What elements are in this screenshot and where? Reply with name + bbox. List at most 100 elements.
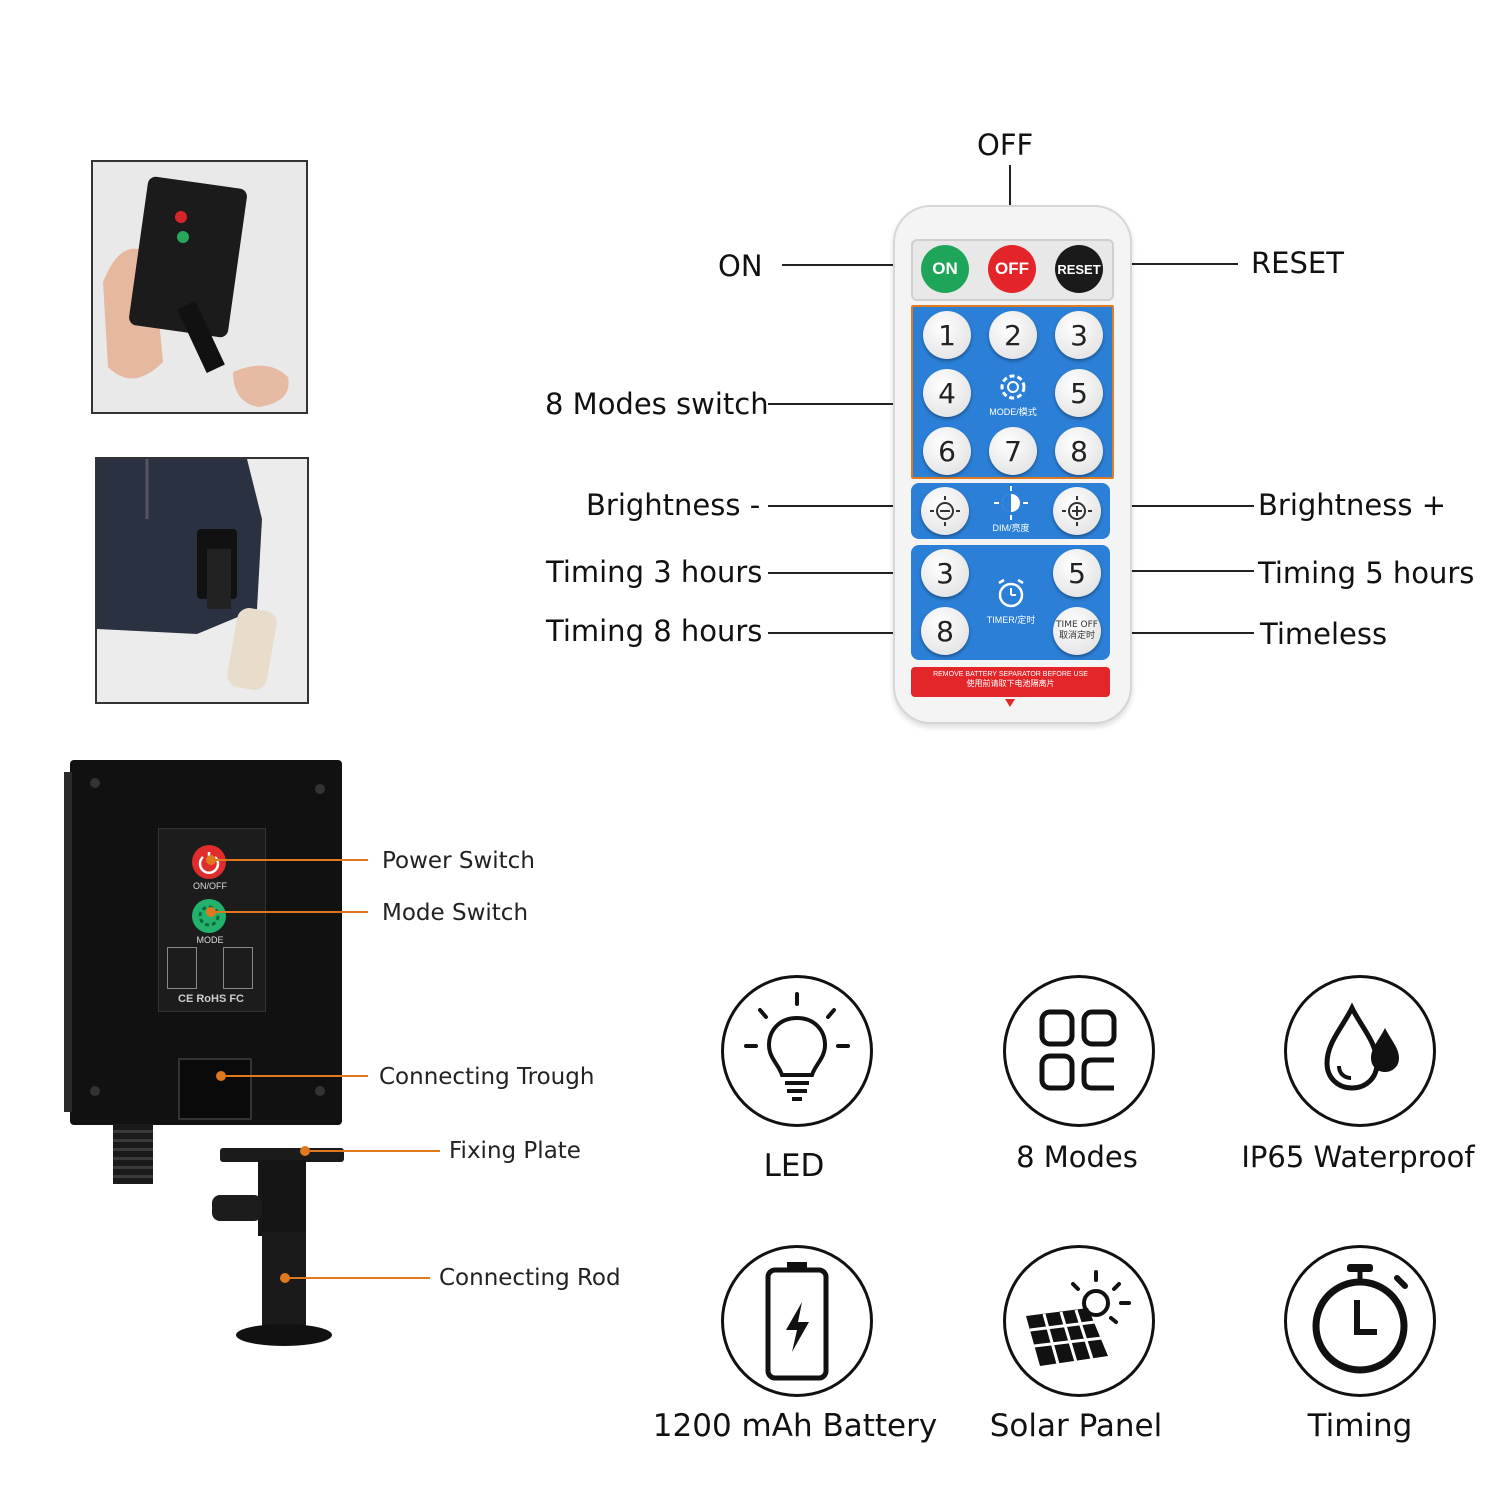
timing-feature-circle xyxy=(1284,1245,1436,1397)
mode-panel-label: MODE xyxy=(196,935,224,945)
mode-switch-callout-label: Mode Switch xyxy=(382,900,529,926)
mode-switch-dot xyxy=(206,907,216,917)
lightbulb-icon xyxy=(744,992,850,1101)
solar-feature-label: Solar Panel xyxy=(989,1408,1163,1444)
mode-3-button[interactable]: 3 xyxy=(1055,311,1103,359)
modes-feature-circle xyxy=(1003,975,1155,1127)
screw-top-right xyxy=(315,784,325,794)
connecting-rod-dot xyxy=(280,1273,290,1283)
screw-bottom-right xyxy=(315,1086,325,1096)
mode-gear-icon xyxy=(993,369,1033,409)
brightness-minus-callout-line xyxy=(768,505,908,507)
mode-label: MODE/模式 xyxy=(989,407,1037,417)
timing-3-callout-line xyxy=(768,572,908,574)
mount-rod-upper xyxy=(258,1160,306,1236)
led-feature-circle xyxy=(721,975,873,1127)
brightness-minus-icon xyxy=(930,496,960,526)
connecting-trough-callout-label: Connecting Trough xyxy=(379,1064,595,1090)
brightness-plus-callout-label: Brightness + xyxy=(1258,488,1446,522)
timeless-callout-line xyxy=(1114,632,1254,634)
remote-reset-button[interactable]: RESET xyxy=(1055,245,1103,293)
timer-label: TIMER/定时 xyxy=(986,615,1036,625)
connecting-trough-slot xyxy=(178,1058,252,1120)
timing-5-callout-line xyxy=(1114,570,1254,572)
alarm-clock-icon xyxy=(993,575,1029,611)
battery-warning-bar: REMOVE BATTERY SEPARATOR BEFORE USE 使用前请… xyxy=(911,667,1110,697)
power-button-bar: ON OFF RESET xyxy=(911,239,1114,301)
mode-2-button[interactable]: 2 xyxy=(989,311,1037,359)
solar-feature-circle xyxy=(1003,1245,1155,1397)
reset-callout-line xyxy=(1118,263,1238,265)
connecting-trough-line xyxy=(226,1075,368,1077)
dim-label: DIM/亮度 xyxy=(992,523,1030,533)
solar-panel-icon xyxy=(1026,1270,1131,1366)
timer-3-button[interactable]: 3 xyxy=(921,549,969,597)
power-switch-callout-label: Power Switch xyxy=(382,848,535,874)
battery-feature-label: 1200 mAh Battery xyxy=(652,1408,938,1444)
brightness-plus-button[interactable] xyxy=(1053,487,1101,535)
photo-solar-connector xyxy=(95,457,309,704)
photo-hand-holding-controller xyxy=(91,160,308,414)
reset-callout-label: RESET xyxy=(1251,246,1344,280)
connecting-rod-line xyxy=(290,1277,430,1279)
mode-8-button[interactable]: 8 xyxy=(1055,427,1103,475)
certifications-label: CE RoHS FC xyxy=(178,993,244,1005)
timer-8-button[interactable]: 8 xyxy=(921,607,969,655)
onoff-label: ON/OFF xyxy=(193,881,227,891)
fixing-plate-line xyxy=(310,1150,440,1152)
timeless-callout-label: Timeless xyxy=(1260,617,1388,651)
water-drop-icon xyxy=(1324,1002,1399,1091)
mode-1-button[interactable]: 1 xyxy=(923,311,971,359)
connecting-rod-callout-label: Connecting Rod xyxy=(439,1265,621,1291)
screw-bottom-left xyxy=(90,1086,100,1096)
mount-knob xyxy=(212,1195,262,1221)
mode-6-button[interactable]: 6 xyxy=(923,427,971,475)
brightness-plus-icon xyxy=(1062,496,1092,526)
power-switch-line xyxy=(216,859,368,861)
dim-sun-icon xyxy=(993,485,1029,521)
arrow-down-icon xyxy=(1005,699,1015,707)
brightness-plus-callout-line xyxy=(1114,505,1254,507)
timing-8-callout-line xyxy=(768,632,908,634)
brightness-panel: DIM/亮度 xyxy=(911,483,1110,539)
box-shadow-edge xyxy=(64,772,72,1112)
brightness-minus-button[interactable] xyxy=(921,487,969,535)
timer-panel: 3 5 TIMER/定时 8 TIME OFF 取消定时 xyxy=(911,545,1110,660)
modes-switch-callout-line xyxy=(768,403,908,405)
timer-5-button[interactable]: 5 xyxy=(1053,549,1101,597)
info-icon-right xyxy=(223,947,253,989)
mode-4-button[interactable]: 4 xyxy=(923,369,971,417)
on-callout-label: ON xyxy=(718,249,763,283)
mode-7-button[interactable]: 7 xyxy=(989,427,1037,475)
fixing-plate-callout-label: Fixing Plate xyxy=(449,1138,581,1164)
battery-feature-circle xyxy=(721,1245,873,1397)
waterproof-feature-circle xyxy=(1284,975,1436,1127)
remote-off-button[interactable]: OFF xyxy=(988,245,1036,293)
battery-icon xyxy=(765,1262,829,1381)
screw-top-left xyxy=(90,778,100,788)
modes-feature-label: 8 Modes xyxy=(1016,1140,1138,1174)
on-callout-line xyxy=(782,264,910,266)
controller-box: ON/OFF MODE CE RoHS FC xyxy=(64,760,342,1125)
warning-line-2: 使用前请取下电池隔离片 xyxy=(966,679,1055,688)
fixing-plate-dot xyxy=(300,1146,310,1156)
off-callout-label: OFF xyxy=(977,128,1034,162)
power-switch-dot xyxy=(206,855,216,865)
led-feature-label: LED xyxy=(763,1148,825,1184)
remote-control: ON OFF RESET 1 2 3 4 MODE/模式 5 6 7 8 DIM… xyxy=(893,205,1132,724)
modes-switch-callout-label: 8 Modes switch xyxy=(545,387,769,421)
time-off-button[interactable]: TIME OFF 取消定时 xyxy=(1053,607,1101,655)
info-icon-left xyxy=(167,947,197,989)
modes-panel: 1 2 3 4 MODE/模式 5 6 7 8 xyxy=(911,305,1114,479)
timing-feature-label: Timing xyxy=(1307,1408,1413,1444)
mount-base xyxy=(236,1324,332,1346)
timing-8-callout-label: Timing 8 hours xyxy=(546,614,763,648)
connecting-trough-dot xyxy=(216,1071,226,1081)
remote-on-button[interactable]: ON xyxy=(921,245,969,293)
mode-switch-line xyxy=(216,911,368,913)
mode-5-button[interactable]: 5 xyxy=(1055,369,1103,417)
timing-5-callout-label: Timing 5 hours xyxy=(1258,556,1475,590)
connector-thread xyxy=(113,1124,153,1184)
waterproof-feature-label: IP65 Waterproof xyxy=(1241,1140,1475,1174)
warning-line-1: REMOVE BATTERY SEPARATOR BEFORE USE xyxy=(933,671,1088,678)
